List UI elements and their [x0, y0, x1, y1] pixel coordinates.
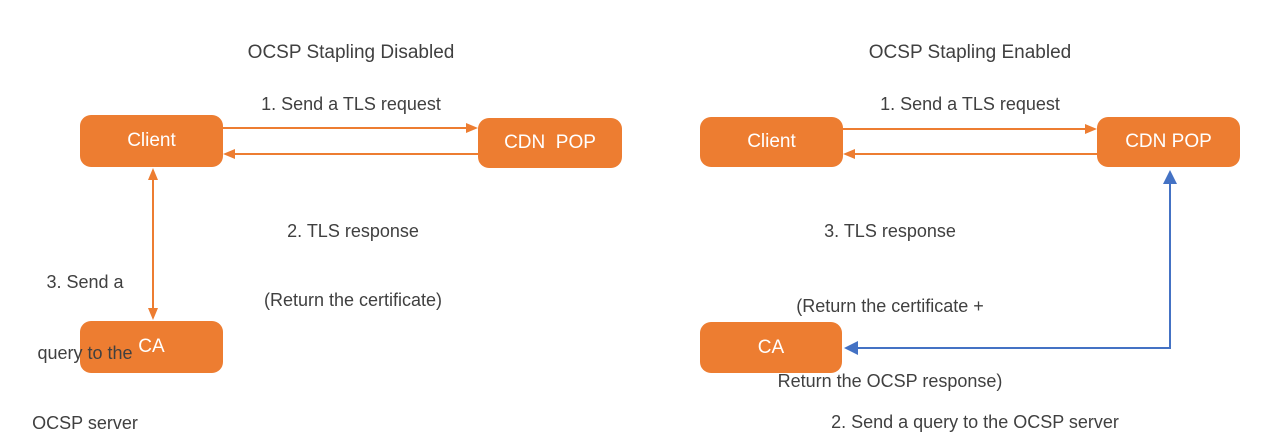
cdn-pop-node-label: CDN POP	[504, 132, 596, 153]
ca-node: CA	[700, 322, 842, 373]
arrow-line	[223, 127, 466, 129]
arrowhead-right-icon	[466, 123, 478, 133]
ocsp-query-label: 3. Send a query to the OCSP server	[15, 224, 155, 437]
tls-request-label: 1. Send a TLS request	[880, 94, 1060, 114]
arrow-line	[152, 178, 154, 310]
ca-node: CA	[80, 321, 223, 373]
arrowhead-down-icon	[148, 308, 158, 320]
tls-response-label-line2: (Return the certificate +	[796, 296, 984, 316]
arrow-line	[858, 347, 1171, 349]
ca-node-label: CA	[138, 336, 165, 357]
cdn-pop-node: CDN POP	[478, 118, 622, 168]
arrowhead-up-icon	[1163, 170, 1177, 184]
ocsp-query-label-line2: query to the	[37, 342, 133, 363]
client-node: Client	[700, 117, 843, 167]
tls-response-label-line3: Return the OCSP response)	[777, 371, 1003, 391]
tls-response-label-line1: 2. TLS response	[287, 221, 419, 241]
arrowhead-up-icon	[148, 168, 158, 180]
panel-title: OCSP Stapling Enabled	[868, 42, 1072, 63]
arrow-line	[855, 153, 1240, 155]
cdn-pop-node-label: CDN POP	[1125, 131, 1212, 152]
cdn-pop-node: CDN POP	[1097, 117, 1240, 167]
ocsp-query-cache-label: 2. Send a query to the OCSP server + Cac…	[825, 367, 1125, 437]
tls-response-label: 3. TLS response (Return the certificate …	[760, 169, 1020, 437]
tls-request-label: 1. Send a TLS request	[261, 94, 441, 114]
arrowhead-left-icon	[844, 341, 858, 355]
arrowhead-left-icon	[843, 149, 855, 159]
arrowhead-left-icon	[223, 149, 235, 159]
client-node-label: Client	[747, 131, 796, 152]
panel-title: OCSP Stapling Disabled	[247, 42, 455, 63]
client-node-label: Client	[127, 130, 176, 151]
client-node: Client	[80, 115, 223, 167]
ocsp-query-label-line3: OCSP server	[32, 413, 138, 433]
arrow-line	[843, 128, 1085, 130]
ca-node-label: CA	[757, 336, 785, 358]
arrowhead-right-icon	[1085, 124, 1097, 134]
ocsp-query-cache-label-line1: 2. Send a query to the OCSP server	[831, 412, 1119, 432]
ocsp-query-label-line1: 3. Send a	[46, 272, 124, 292]
arrow-line	[1169, 182, 1171, 349]
tls-response-label-line2: (Return the certificate)	[263, 290, 443, 310]
tls-response-label-line1: 3. TLS response	[824, 221, 956, 241]
tls-response-label: 2. TLS response (Return the certificate)	[233, 174, 473, 358]
arrow-line	[235, 153, 622, 155]
